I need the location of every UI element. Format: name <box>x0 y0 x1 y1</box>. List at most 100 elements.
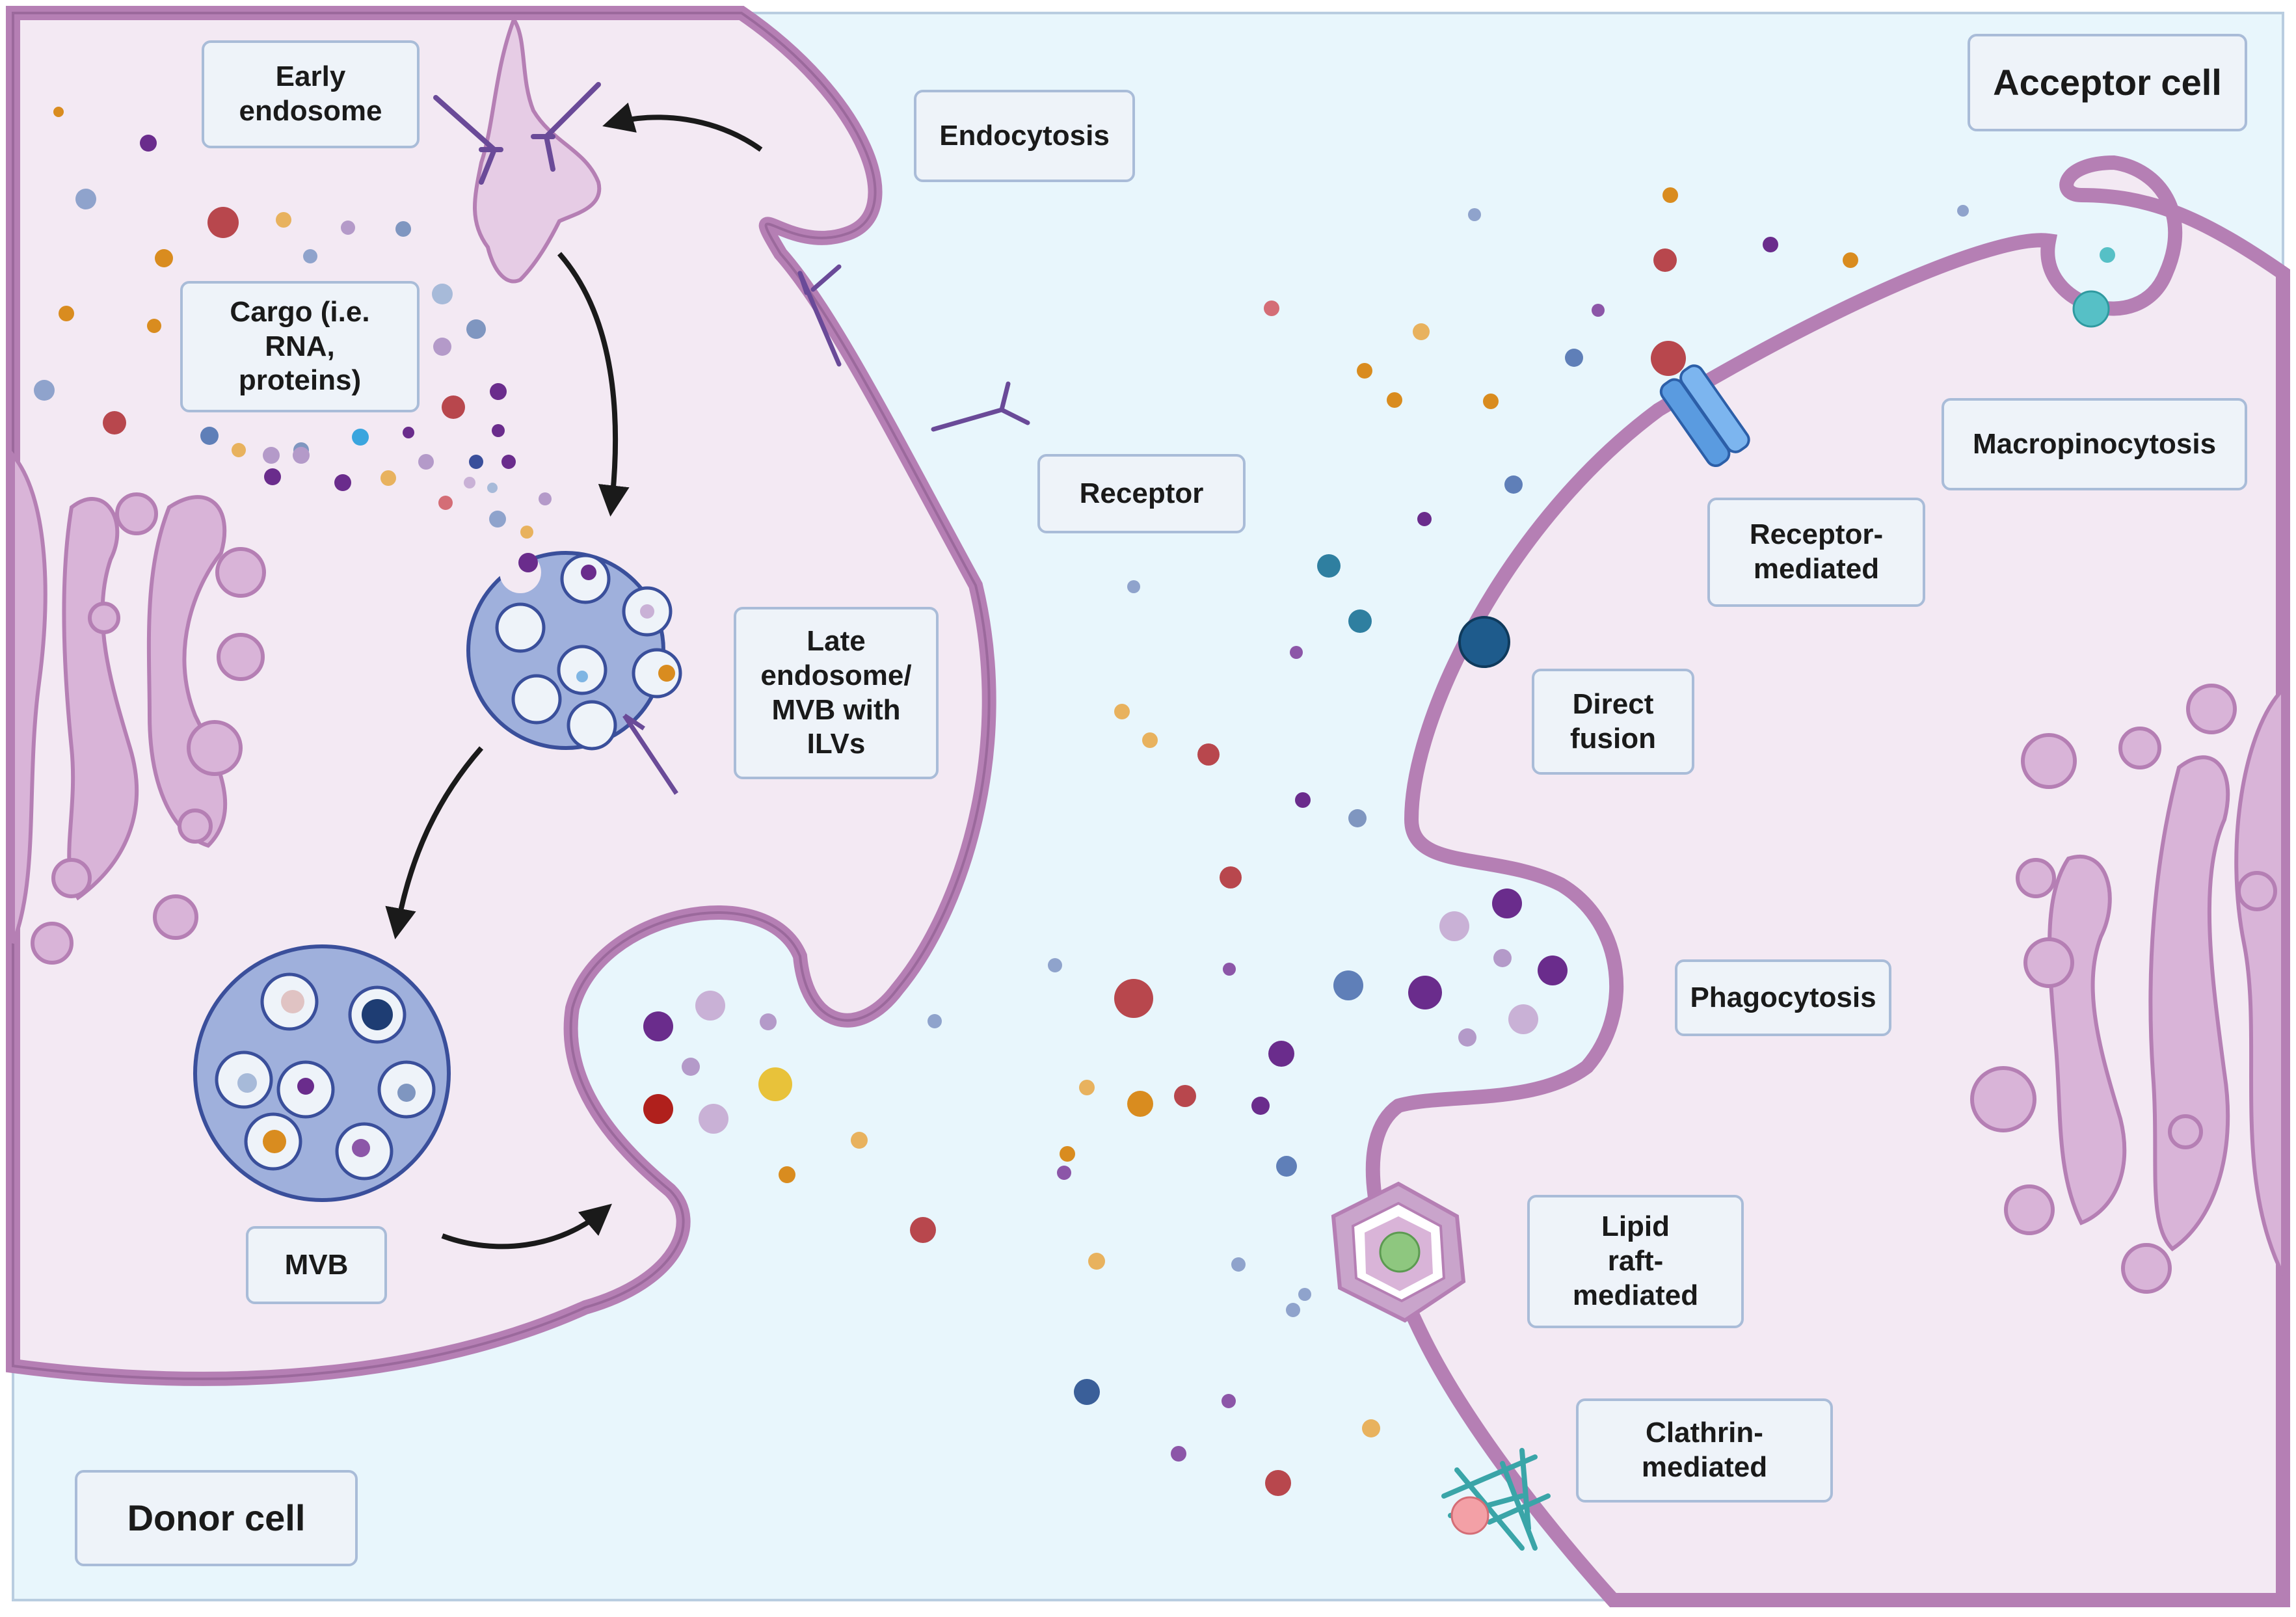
cargo-particle <box>293 447 310 464</box>
cargo-particle <box>1221 1394 1236 1408</box>
late-endosome-mvb-icon <box>466 551 682 795</box>
receptor-icon <box>797 264 1030 432</box>
cargo-particle <box>490 383 507 400</box>
macropinocytosis-label: Macropinocytosis <box>1942 398 2247 490</box>
clathrin-mediated-label: Clathrin- mediated <box>1576 1398 1833 1503</box>
cargo-particle <box>75 189 96 209</box>
cargo-particle <box>1538 956 1568 985</box>
macropinocytosis-vesicle-icon <box>2072 247 2115 328</box>
cargo-particle <box>1060 1146 1075 1162</box>
cargo-particle <box>1468 208 1481 221</box>
cargo-particle <box>403 427 414 438</box>
cargo-particle <box>1483 394 1499 409</box>
cargo-particle <box>432 284 453 304</box>
cargo-particle <box>539 492 552 505</box>
cargo-particle <box>264 468 281 485</box>
cargo-particle <box>1197 743 1220 766</box>
cargo-particle <box>103 411 126 434</box>
cargo-particle <box>418 454 434 470</box>
cargo-particle <box>263 447 280 464</box>
cargo-particle <box>59 306 74 321</box>
donor-cell-label: Donor cell <box>75 1470 358 1566</box>
early-endosome-label: Early endosome <box>202 40 420 148</box>
cargo-particle <box>466 319 486 339</box>
cargo-particle <box>352 429 369 446</box>
cargo-particle <box>1843 252 1858 268</box>
receptor-mediated-label: Receptor- mediated <box>1707 498 1925 607</box>
acceptor-cell-label: Acceptor cell <box>1968 34 2247 131</box>
cargo-particle <box>1763 237 1778 252</box>
cargo-particle <box>433 338 451 356</box>
lipid-raft-icon <box>1331 1181 1466 1323</box>
cargo-particle <box>1276 1156 1297 1177</box>
mvb-icon <box>193 944 451 1202</box>
cargo-particle <box>682 1058 700 1076</box>
cargo-particle <box>1114 704 1130 719</box>
cargo-particle <box>760 1013 777 1030</box>
cargo-particle <box>1074 1379 1100 1405</box>
clathrin-icon <box>1441 1448 1551 1551</box>
cargo-particle <box>1127 1091 1153 1117</box>
mvb-label: MVB <box>246 1226 387 1304</box>
cargo-particle <box>910 1217 936 1243</box>
cargo-particle <box>334 474 351 491</box>
cargo-particle <box>1504 475 1523 494</box>
cargo-particle <box>1057 1166 1071 1180</box>
cargo-particle <box>1223 963 1236 976</box>
cargo-particle <box>341 220 355 235</box>
cargo-particle <box>1295 792 1311 808</box>
cargo-particle <box>928 1014 942 1028</box>
cargo-particle <box>1508 1004 1538 1034</box>
lipid-raft-label: Lipid raft- mediated <box>1527 1195 1744 1328</box>
cargo-particle <box>758 1067 792 1101</box>
cargo-particle <box>1298 1288 1311 1301</box>
cargo-particle <box>1492 889 1522 918</box>
cargo-particle <box>303 249 317 263</box>
cargo-particle <box>1362 1419 1380 1437</box>
cargo-particle <box>1417 512 1432 526</box>
cargo-particle <box>442 395 465 419</box>
cargo-particle <box>140 135 157 152</box>
cargo-particle <box>1565 349 1583 367</box>
channel-protein-icon <box>1659 364 1750 468</box>
cargo-particle <box>1088 1253 1105 1270</box>
donor-golgi-icon <box>11 449 266 965</box>
endocytosis-label: Endocytosis <box>914 90 1135 182</box>
cargo-particle <box>1357 363 1372 379</box>
cargo-particle <box>232 443 246 457</box>
cargo-particle <box>1651 341 1686 376</box>
early-endosome-icon <box>433 15 602 284</box>
cargo-particle <box>464 477 475 488</box>
cargo-particle <box>1662 187 1678 203</box>
cargo-particle <box>1957 205 1969 217</box>
vesicle-icon <box>34 107 1969 1496</box>
cargo-particle <box>1408 976 1442 1009</box>
cargo-particle <box>1220 866 1242 889</box>
cargo-particle <box>147 319 161 333</box>
cargo-particle <box>1251 1097 1270 1115</box>
cargo-particle <box>695 991 725 1021</box>
cargo-particle <box>1268 1041 1294 1067</box>
cargo-particle <box>200 427 219 445</box>
cargo-particle <box>1653 248 1677 272</box>
cargo-particle <box>1348 809 1367 827</box>
cargo-particle <box>1265 1470 1291 1496</box>
cargo-particle <box>1387 392 1402 408</box>
cargo-particle <box>1127 580 1140 593</box>
cargo-particle <box>1493 949 1512 967</box>
cargo-particle <box>699 1104 728 1134</box>
cargo-particle <box>1114 979 1153 1018</box>
late-endosome-label: Late endosome/ MVB with ILVs <box>734 607 939 779</box>
cargo-particle <box>1142 732 1158 748</box>
cargo-particle <box>1413 323 1430 340</box>
cargo-particle <box>851 1132 868 1149</box>
cargo-particle <box>276 212 291 228</box>
cargo-particle <box>1317 554 1341 578</box>
cargo-particle <box>1290 646 1303 659</box>
cargo-particle <box>492 424 505 437</box>
cargo-particle <box>1048 958 1062 972</box>
cargo-particle <box>1171 1446 1186 1462</box>
cargo-particle <box>438 496 453 510</box>
cargo-particle <box>1286 1303 1300 1317</box>
